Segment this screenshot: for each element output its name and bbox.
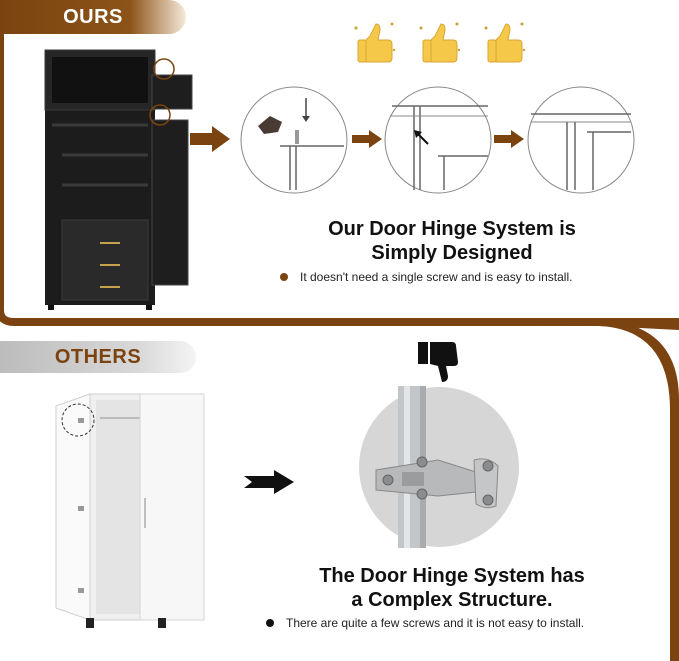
install-step-2-illustration (384, 86, 492, 194)
others-bullet-text: There are quite a few screws and it is n… (286, 616, 585, 630)
thumbs-up-icon (354, 22, 396, 63)
thumbs-down-icon (418, 342, 458, 382)
white-wardrobe-illustration (55, 393, 205, 628)
ours-bullet-text: It doesn't need a single screw and is ea… (300, 270, 573, 284)
others-badge: OTHERS (0, 341, 196, 373)
top-section-frame (0, 34, 679, 330)
others-headline: The Door Hinge System has a Complex Stru… (262, 564, 642, 612)
bottom-section-frame (600, 320, 679, 661)
complex-hinge-closeup-illustration (359, 386, 519, 548)
others-headline-line1: The Door Hinge System has (319, 565, 585, 587)
thumbs-up-icon (419, 22, 461, 63)
thumbs-up-icon (484, 22, 526, 63)
ours-badge: OURS (0, 0, 186, 34)
arrow-right-icon (190, 126, 230, 152)
ours-headline-line2: Simply Designed (371, 242, 533, 264)
others-bullet-point: There are quite a few screws and it is n… (266, 616, 584, 630)
ours-headline: Our Door Hinge System is Simply Designed (262, 217, 642, 265)
others-headline-line2: a Complex Structure. (351, 589, 553, 611)
arrow-right-icon (352, 130, 382, 148)
bullet-icon (266, 619, 274, 627)
install-step-3-illustration (527, 86, 635, 194)
arrow-right-icon (244, 470, 294, 494)
black-cabinet-illustration (44, 49, 193, 310)
ours-headline-line1: Our Door Hinge System is (328, 218, 576, 240)
ours-bullet-point: It doesn't need a single screw and is ea… (280, 270, 572, 284)
arrow-right-icon (494, 130, 524, 148)
bullet-icon (280, 273, 288, 281)
install-step-1-illustration (240, 86, 348, 194)
